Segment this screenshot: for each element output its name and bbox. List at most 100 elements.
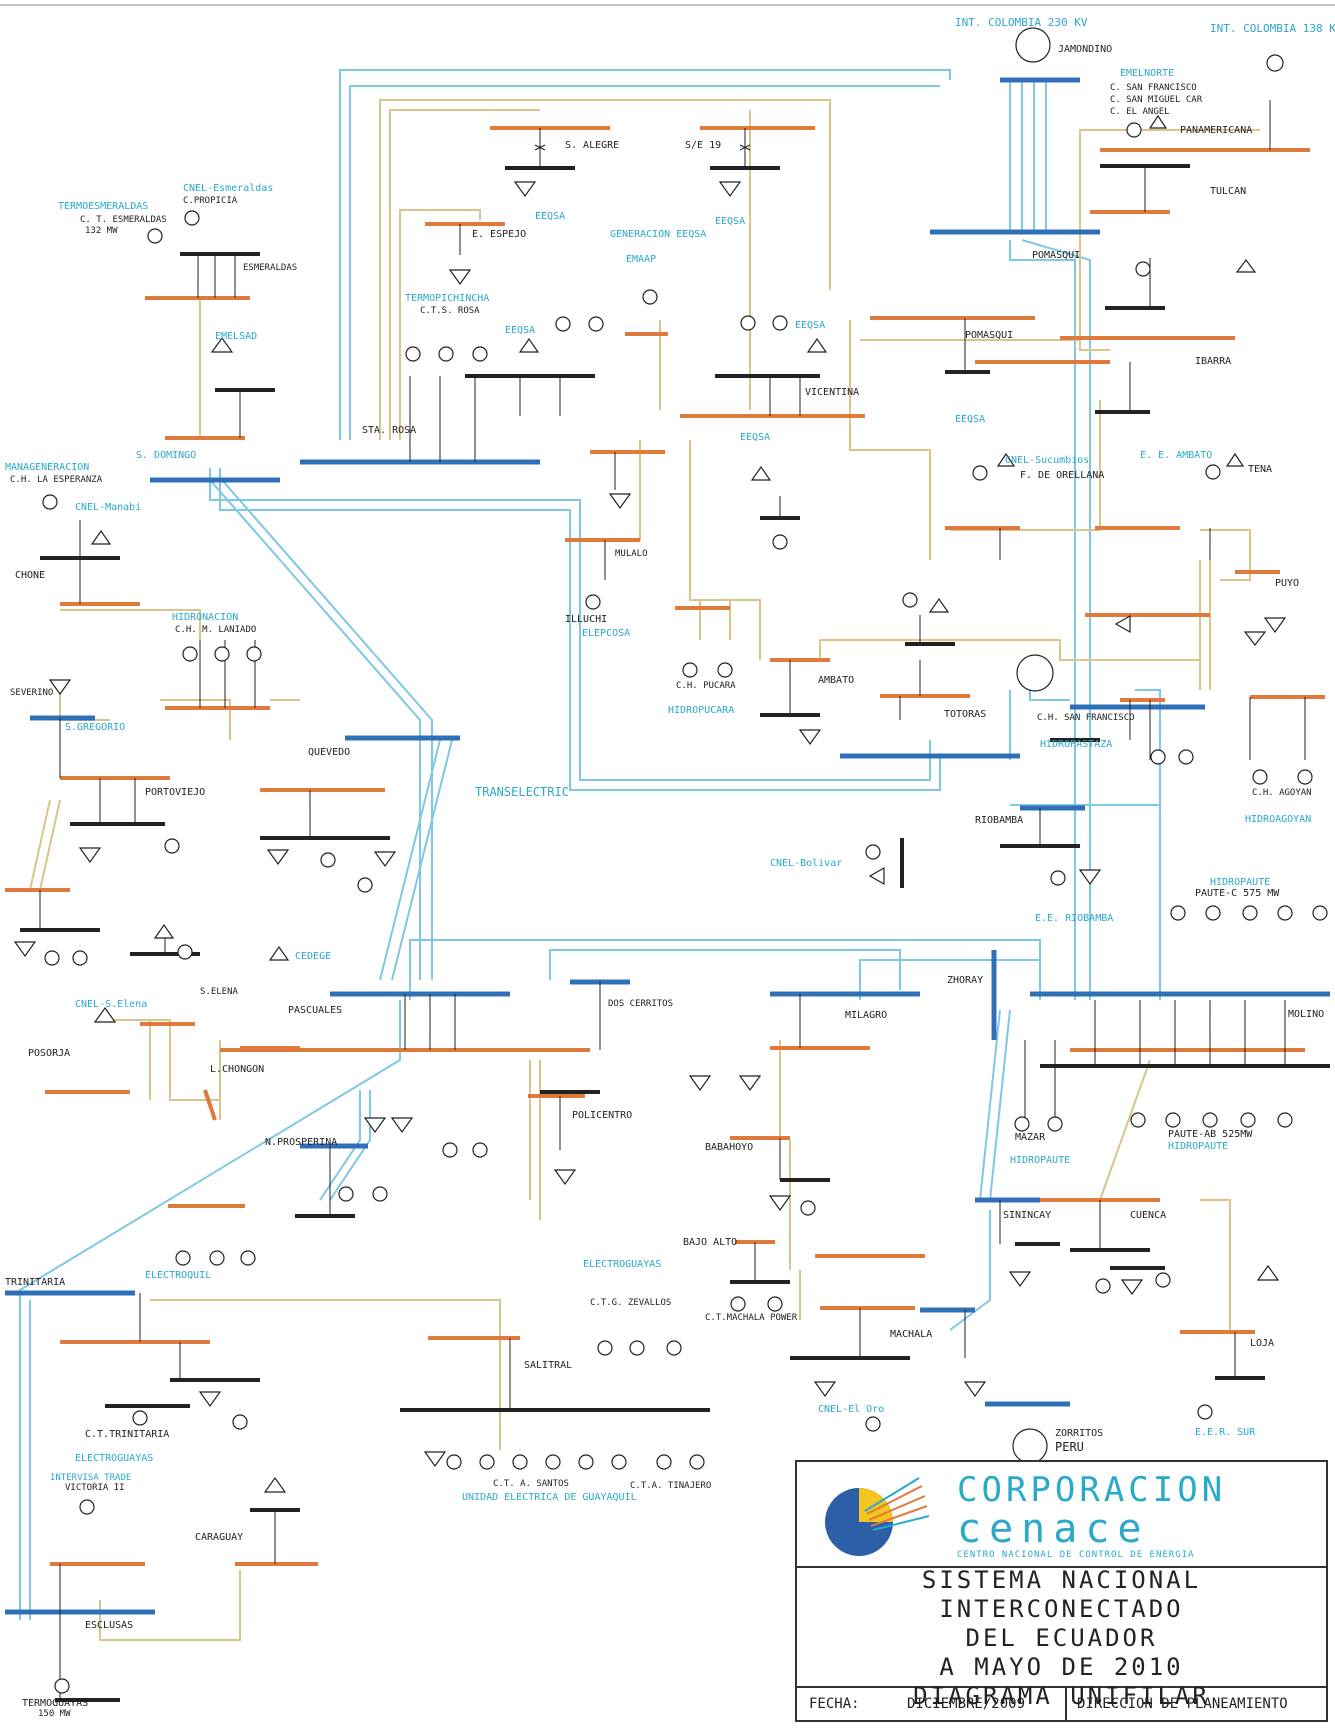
generator-icon bbox=[132, 1410, 148, 1426]
label-unidad-electrica: UNIDAD ELECTRICA DE GUAYAQUIL bbox=[462, 1492, 637, 1503]
label-hidropastaza: HIDROPASTAZA bbox=[1040, 739, 1112, 750]
label-ch-baba: C.H. M. LANIADO bbox=[175, 625, 256, 635]
load-icon bbox=[153, 923, 175, 939]
generator-icon bbox=[1126, 122, 1142, 138]
load-icon bbox=[738, 1075, 762, 1092]
generator-icon bbox=[1095, 1278, 1111, 1294]
label-se19: S/E 19 bbox=[685, 140, 721, 151]
label-quevedo: QUEVEDO bbox=[308, 747, 350, 758]
generator-icon bbox=[372, 1186, 388, 1202]
label-eeqsa-3: EEQSA bbox=[505, 325, 535, 336]
load-icon bbox=[1008, 1271, 1032, 1288]
generator-icon bbox=[642, 289, 658, 305]
label-eeqsa-4: EEQSA bbox=[795, 320, 825, 331]
label-elepcosa: ELEPCOSA bbox=[582, 628, 630, 639]
label-sta-rosa: STA. ROSA bbox=[362, 425, 416, 436]
load-icon bbox=[13, 941, 37, 958]
corporation-text: CORPORACION bbox=[957, 1470, 1227, 1510]
generator-icon bbox=[1266, 54, 1284, 72]
generator-icon bbox=[1155, 1272, 1171, 1288]
load-icon bbox=[806, 337, 828, 353]
generator-icon bbox=[1016, 654, 1054, 692]
label-bajo-alto: BAJO ALTO bbox=[683, 1237, 737, 1248]
load-icon bbox=[373, 851, 397, 868]
label-illuchi: ILLUCHI bbox=[565, 614, 607, 625]
generator-icon bbox=[1150, 749, 1166, 765]
load-icon bbox=[750, 465, 772, 481]
generator-icon bbox=[1047, 1116, 1063, 1132]
load-icon bbox=[518, 337, 540, 353]
label-f-orellana: F. DE ORELLANA bbox=[1020, 470, 1104, 481]
generator-icon bbox=[1242, 905, 1258, 921]
generator-icon bbox=[164, 838, 180, 854]
generator-icon bbox=[184, 210, 200, 226]
label-ambato: AMBATO bbox=[818, 675, 854, 686]
load-icon bbox=[798, 729, 822, 746]
buses bbox=[5, 77, 1330, 1702]
generator-icon bbox=[240, 1250, 256, 1266]
title-line-1: SISTEMA NACIONAL INTERCONECTADO bbox=[921, 1566, 1202, 1623]
label-emelnorte: EMELNORTE bbox=[1120, 68, 1174, 79]
cenace-logo-icon bbox=[825, 1477, 930, 1556]
generator-icon bbox=[666, 1340, 682, 1356]
label-machala: MACHALA bbox=[890, 1329, 932, 1340]
label-ct-trinitaria: C.T.TRINITARIA bbox=[85, 1429, 169, 1440]
label-posorja: POSORJA bbox=[28, 1048, 70, 1059]
lines-138kv bbox=[29, 99, 1260, 1641]
label-zhoray: ZHORAY bbox=[947, 975, 983, 986]
label-s-gregorio: S.GREGORIO bbox=[65, 722, 125, 733]
label-tulcan: TULCAN bbox=[1210, 186, 1246, 197]
label-termoguayas: TERMOGUAYAS bbox=[22, 1698, 88, 1709]
load-icon bbox=[1263, 617, 1287, 634]
load-icon bbox=[1225, 452, 1245, 467]
label-electroguayas-2: ELECTROGUAYAS bbox=[75, 1453, 153, 1464]
generator-icon bbox=[446, 1454, 462, 1470]
generator-icon bbox=[1277, 905, 1293, 921]
generator-icon bbox=[865, 844, 881, 860]
loads bbox=[13, 114, 1287, 1493]
load-icon bbox=[1148, 114, 1168, 129]
label-ee-ambato-top: E. E. AMBATO bbox=[1140, 450, 1212, 461]
load-icon bbox=[198, 1391, 222, 1408]
generator-icon bbox=[44, 950, 60, 966]
label-sinincay: SININCAY bbox=[1003, 1210, 1051, 1221]
generator-icon bbox=[1240, 1112, 1256, 1128]
generator-icon bbox=[1205, 464, 1221, 480]
label-babahoyo: BABAHOYO bbox=[705, 1142, 753, 1153]
label-s-domingo: S. DOMINGO bbox=[136, 450, 196, 461]
generator-icon bbox=[1312, 905, 1328, 921]
generator-icon bbox=[147, 228, 163, 244]
generator-icon bbox=[1202, 1112, 1218, 1128]
label-c-san-miguel: C. SAN MIGUEL CAR bbox=[1110, 95, 1203, 105]
generator-icon bbox=[1297, 769, 1313, 785]
date-label: FECHA: bbox=[809, 1696, 860, 1712]
label-loja: LOJA bbox=[1250, 1338, 1274, 1349]
label-severino: SEVERINO bbox=[10, 688, 53, 698]
generator-icon bbox=[682, 662, 698, 678]
generator-icon bbox=[597, 1340, 613, 1356]
generator-icon bbox=[555, 316, 571, 332]
label-l-chongon: L.CHONGON bbox=[210, 1064, 264, 1075]
label-cedege: CEDEGE bbox=[295, 951, 331, 962]
label-c-el-angel: C. EL ANGEL bbox=[1110, 107, 1170, 117]
label-electroguayas: ELECTROGUAYAS bbox=[583, 1259, 661, 1270]
load-icon bbox=[868, 866, 885, 886]
load-icon bbox=[1114, 614, 1131, 634]
load-icon bbox=[718, 181, 742, 198]
label-cnel-bolivar: CNEL-Bolivar bbox=[770, 858, 842, 869]
label-n-prosperina: N.PROSPERINA bbox=[265, 1137, 337, 1148]
label-generacion-eeqsa: GENERACION EEQSA bbox=[610, 229, 706, 240]
title-footer: FECHA: DICIEMBRE/2009 DIRECCION DE PLANE… bbox=[797, 1686, 1326, 1722]
label-ct-machala-power: C.T.MACHALA POWER bbox=[705, 1313, 798, 1323]
label-milagro: MILAGRO bbox=[845, 1010, 887, 1021]
generator-icon bbox=[1130, 1112, 1146, 1128]
label-cnel-sucumbios: CNEL-Sucumbios bbox=[1005, 455, 1089, 466]
load-icon bbox=[78, 847, 102, 864]
generator-icon bbox=[629, 1340, 645, 1356]
label-hidropucara: HIDROPUCARA bbox=[668, 705, 734, 716]
label-hidropaute-2: HIDROPAUTE bbox=[1168, 1141, 1228, 1152]
load-icon bbox=[1243, 631, 1267, 646]
brand-subtitle: CENTRO NACIONAL DE CONTROL DE ENERGIA bbox=[957, 1550, 1195, 1560]
department: DIRECCION DE PLANEAMIENTO bbox=[1077, 1696, 1288, 1712]
